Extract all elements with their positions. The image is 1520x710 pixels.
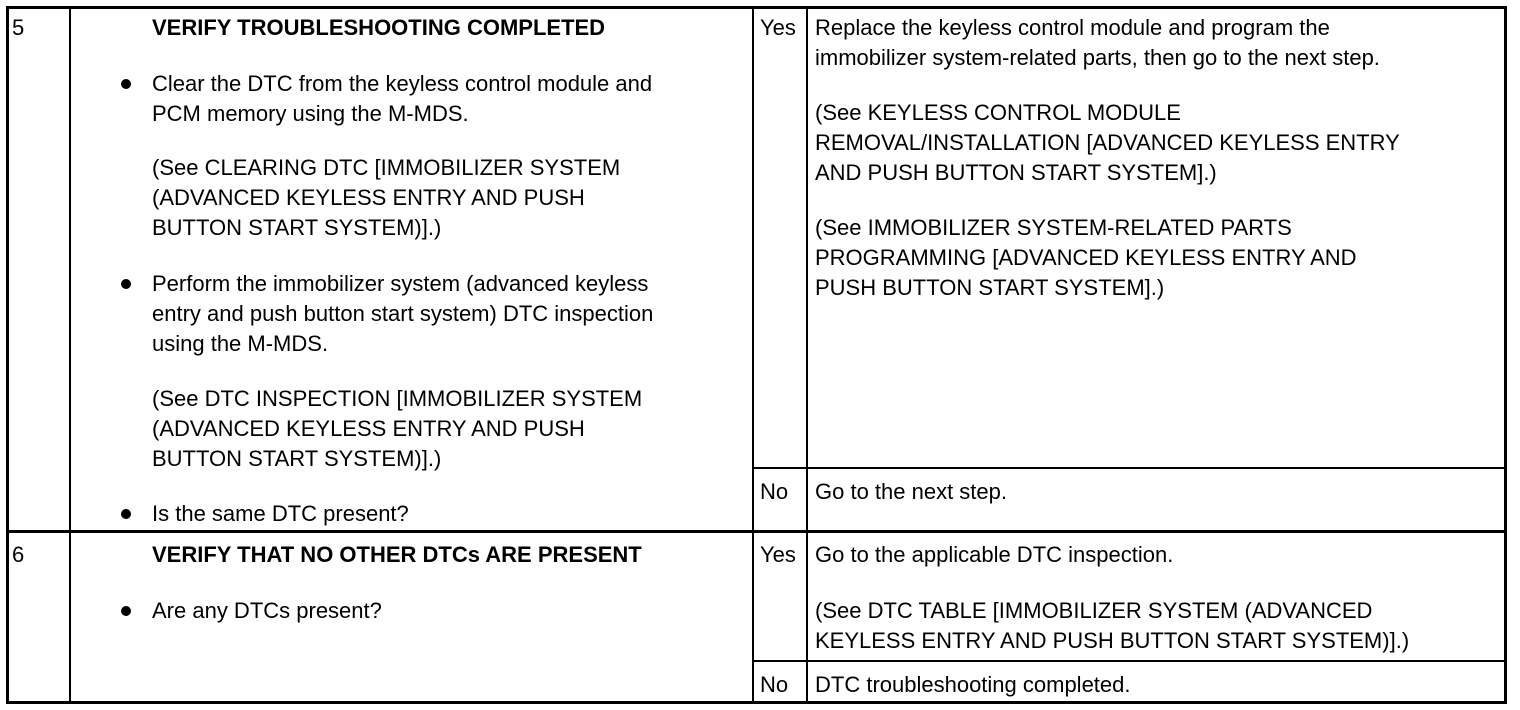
action-text: entry and push button start system) DTC …: [152, 301, 654, 326]
yes-no-divider-step6: [752, 660, 1507, 662]
row-divider: [6, 530, 1507, 533]
step-number: 5: [12, 15, 25, 40]
yes-action: immobilizer system-related parts, then g…: [815, 45, 1380, 70]
step-title: VERIFY THAT NO OTHER DTCs ARE PRESENT: [152, 542, 642, 567]
reference-text: PUSH BUTTON START SYSTEM].): [815, 275, 1165, 300]
action-text: PCM memory using the M-MDS.: [152, 101, 469, 126]
table-border-right: [1504, 6, 1507, 704]
no-action: Go to the next step.: [815, 479, 1008, 504]
table-border-top: [6, 6, 1507, 9]
bullet: [121, 279, 131, 289]
step-number-divider: [69, 6, 71, 704]
step-title: VERIFY TROUBLESHOOTING COMPLETED: [152, 15, 606, 40]
action-text: Clear the DTC from the keyless control m…: [152, 71, 653, 96]
no-action: DTC troubleshooting completed.: [815, 672, 1131, 697]
question-text: Is the same DTC present?: [152, 501, 409, 526]
table-border-bottom: [6, 701, 1507, 704]
action-text: Perform the immobilizer system (advanced…: [152, 271, 649, 296]
bullet: [121, 509, 131, 519]
step-number: 6: [12, 542, 25, 567]
yes-no-divider-step5: [752, 467, 1507, 469]
bullet: [121, 606, 131, 616]
reference-text: (See DTC INSPECTION [IMMOBILIZER SYSTEM: [152, 386, 643, 411]
reference-text: REMOVAL/INSTALLATION [ADVANCED KEYLESS E…: [815, 130, 1400, 155]
reference-text: AND PUSH BUTTON START SYSTEM].): [815, 160, 1217, 185]
yes-action: Replace the keyless control module and p…: [815, 15, 1330, 40]
yes-action: Go to the applicable DTC inspection.: [815, 542, 1174, 567]
reference-text: PROGRAMMING [ADVANCED KEYLESS ENTRY AND: [815, 245, 1357, 270]
bullet: [121, 79, 131, 89]
yes-label: Yes: [760, 15, 796, 40]
action-text: using the M-MDS.: [152, 331, 329, 356]
reference-text: KEYLESS ENTRY AND PUSH BUTTON START SYST…: [815, 628, 1410, 653]
reference-text: (See IMMOBILIZER SYSTEM-RELATED PARTS: [815, 215, 1292, 240]
reference-text: (See CLEARING DTC [IMMOBILIZER SYSTEM: [152, 155, 621, 180]
reference-text: BUTTON START SYSTEM)].): [152, 446, 442, 471]
reference-text: BUTTON START SYSTEM)].): [152, 215, 442, 240]
result-divider: [806, 6, 808, 704]
yes-label: Yes: [760, 542, 796, 567]
question-text: Are any DTCs present?: [152, 598, 382, 623]
no-label: No: [760, 672, 789, 697]
reference-text: (ADVANCED KEYLESS ENTRY AND PUSH: [152, 416, 585, 441]
action-divider: [752, 6, 754, 704]
reference-text: (ADVANCED KEYLESS ENTRY AND PUSH: [152, 185, 585, 210]
reference-text: (See DTC TABLE [IMMOBILIZER SYSTEM (ADVA…: [815, 598, 1373, 623]
no-label: No: [760, 479, 789, 504]
reference-text: (See KEYLESS CONTROL MODULE: [815, 100, 1181, 125]
table-border-left: [6, 6, 9, 704]
